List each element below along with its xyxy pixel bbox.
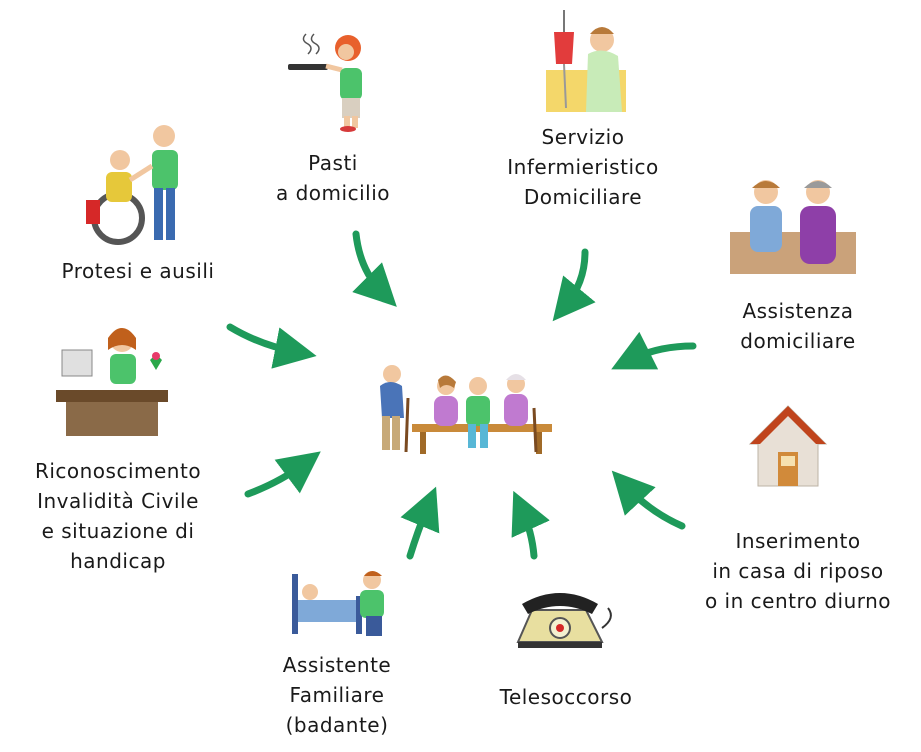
arrow-telesoccorso [511, 490, 550, 560]
label-line: Telesoccorso [499, 685, 633, 709]
wheelchair-icon [86, 125, 178, 245]
telephone-icon [516, 593, 612, 648]
label-line: Domiciliare [523, 185, 643, 209]
arrow-badante [400, 486, 440, 560]
service-casa-label: Inserimento in casa di riposo o in centr… [676, 526, 920, 616]
arrow-casa [611, 470, 686, 530]
meal-delivery-icon [288, 33, 362, 132]
label-line: Pasti [308, 151, 358, 175]
home-assistance-icon [730, 180, 856, 274]
label-line: a domicilio [276, 181, 390, 205]
label-line: Assistenza [742, 299, 854, 323]
label-line: handicap [70, 549, 166, 573]
label-line: Assistente [282, 653, 392, 677]
elderly-group-icon [380, 365, 552, 454]
arrow-pasti [352, 230, 397, 307]
label-line: Inserimento [735, 529, 861, 553]
label-line: (badante) [285, 713, 389, 737]
service-badante-label: Assistente Familiare (badante) [248, 650, 426, 740]
label-line: Infermieristico [507, 155, 659, 179]
service-assistenza-label: Assistenza domiciliare [708, 296, 888, 356]
label-line: Protesi e ausili [61, 259, 215, 283]
house-icon [748, 405, 828, 487]
office-clerk-icon [56, 328, 168, 436]
arrow-invalidita [244, 451, 321, 498]
label-line: Riconoscimento [34, 459, 202, 483]
caregiver-bed-icon [292, 571, 384, 636]
label-line: Invalidità Civile [37, 489, 199, 513]
label-line: in casa di riposo [712, 559, 884, 583]
nurse-icon [546, 10, 626, 112]
arrow-protesi [226, 323, 317, 369]
arrow-assistenza [611, 331, 697, 370]
label-line: o in centro diurno [704, 589, 892, 613]
service-invalidita-label: Riconoscimento Invalidità Civile e situa… [0, 456, 236, 576]
service-telesoccorso-label: Telesoccorso [470, 682, 662, 712]
service-protesi-label: Protesi e ausili [30, 256, 246, 286]
label-line: Servizio [541, 125, 625, 149]
service-sid-label: Servizio Infermieristico Domiciliare [468, 122, 698, 212]
label-line: domiciliare [740, 329, 856, 353]
service-pasti-label: Pasti a domicilio [240, 148, 426, 208]
label-line: e situazione di [41, 519, 195, 543]
arrow-sid [552, 248, 596, 322]
label-line: Familiare [289, 683, 385, 707]
